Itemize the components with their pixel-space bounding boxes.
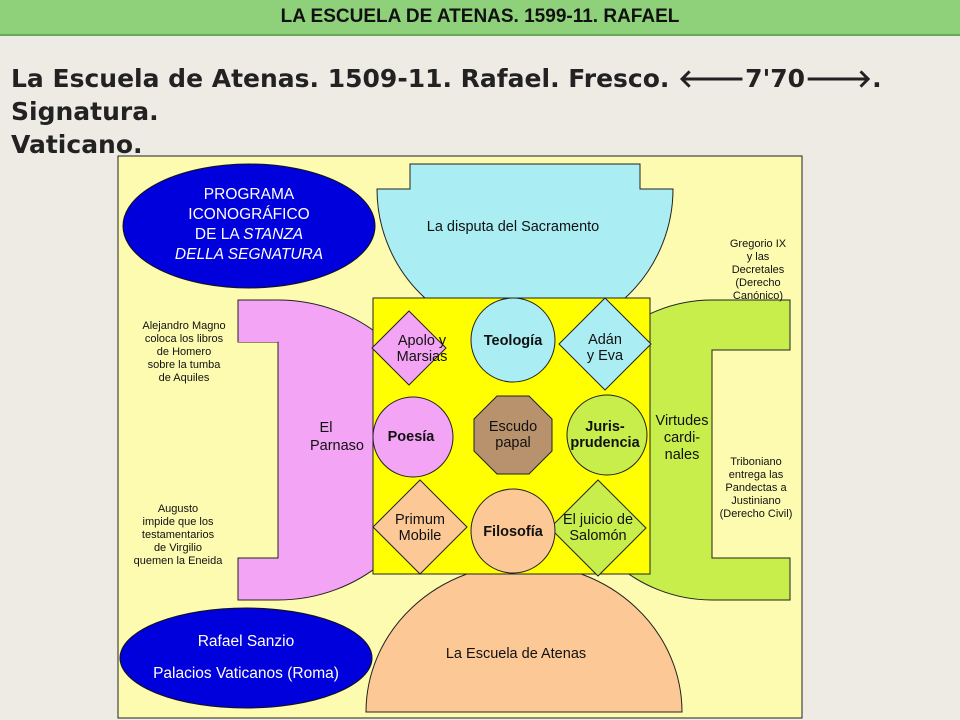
note-right-top: Gregorio IX y las Decretales (Derecho Ca… [730,238,787,302]
right-arrow-icon: 🡒 [805,64,873,93]
slide-heading: La Escuela de Atenas. 1509-11. Rafael. F… [11,62,951,161]
program-ellipse [122,163,376,289]
apolo-label-2: Marsias [397,349,448,365]
juicio-label-2: Salomón [569,528,626,544]
program-line-3: DE LA STANZA [195,226,303,243]
wall-bottom-label: La Escuela de Atenas [446,646,586,662]
jurisprudencia-label-1: Juris- [585,419,625,435]
heading-text: La Escuela de Atenas. 1509-11. Rafael. F… [11,64,679,93]
svg-text:sobre la tumba: sobre la tumba [148,359,222,371]
teologia-medallion [470,297,556,383]
escudo-label-2: papal [495,435,530,451]
banner-title: LA ESCUELA DE ATENAS. 1599-11. RAFAEL [280,6,680,27]
filosofia-medallion [470,488,556,574]
note-left-top: Alejandro Magno coloca los libros de Hom… [142,320,225,384]
jurisprudencia-label-2: prudencia [570,435,640,451]
svg-text:Canónico): Canónico) [733,290,783,302]
adan-label-2: y Eva [587,348,624,364]
juicio-label-1: El juicio de [563,512,633,528]
credit-line-1: Rafael Sanzio [198,633,295,650]
svg-text:coloca los libros: coloca los libros [145,333,224,345]
title-banner: LA ESCUELA DE ATENAS. 1599-11. RAFAEL [0,0,960,36]
svg-text:de Homero: de Homero [157,346,211,358]
adan-diamond [558,297,652,391]
primum-label-1: Primum [395,512,445,528]
juicio-diamond [549,479,647,577]
svg-text:Alejandro Magno: Alejandro Magno [142,320,225,332]
svg-text:de Aquiles: de Aquiles [159,372,210,384]
svg-text:Pandectas a: Pandectas a [725,482,787,494]
primum-label-2: Mobile [399,528,442,544]
svg-text:Triboniano: Triboniano [730,456,782,468]
svg-text:Augusto: Augusto [158,503,198,515]
poesia-medallion [372,396,454,478]
program-line-1: PROGRAMA [204,186,295,203]
svg-text:y las: y las [747,251,770,263]
wall-left-label-2: Parnaso [310,438,364,454]
apolo-diamond [371,310,447,386]
svg-text:(Derecho Civil): (Derecho Civil) [720,508,793,520]
escudo-label-1: Escudo [489,419,537,435]
wall-right-label-2: cardi- [664,430,700,446]
program-line-2: ICONOGRÁFICO [188,206,309,223]
filosofia-label: Filosofía [483,524,544,540]
poesia-label: Poesía [388,429,436,445]
adan-label-1: Adán [588,332,622,348]
wall-top-label: La disputa del Sacramento [427,219,600,235]
credit-line-2: Palacios Vaticanos (Roma) [153,665,339,682]
apolo-label-1: Apolo y [398,333,447,349]
program-line-4: DELLA SEGNATURA [175,246,323,263]
svg-text:Gregorio IX: Gregorio IX [730,238,787,250]
jurisprudencia-medallion [566,394,648,476]
wall-right-label-1: Virtudes [656,413,709,429]
svg-text:Justiniano: Justiniano [731,495,781,507]
svg-text:quemen la Eneida: quemen la Eneida [134,555,224,567]
escudo-octagon [473,395,553,475]
svg-text:de Virgilio: de Virgilio [154,542,202,554]
svg-text:Decretales: Decretales [732,264,785,276]
note-left-bottom: Augusto impide que los testamentarios de… [134,503,224,567]
heading-line2: Vaticano. [11,130,143,159]
width-measure: 7'70 [745,64,806,93]
svg-text:impide que los: impide que los [143,516,214,528]
wall-left-label-1: El [320,420,333,436]
svg-text:(Derecho: (Derecho [735,277,780,289]
primum-diamond [372,479,468,575]
svg-text:testamentarios: testamentarios [142,529,215,541]
heading-location: . Signatura. [11,64,882,126]
left-arrow-icon: 🡐 [678,64,746,93]
wall-right-label-3: nales [665,447,700,463]
credit-ellipse [119,607,373,709]
note-right-bottom: Triboniano entrega las Pandectas a Justi… [720,456,793,520]
svg-text:entrega las: entrega las [729,469,784,481]
teologia-label: Teología [484,333,543,349]
